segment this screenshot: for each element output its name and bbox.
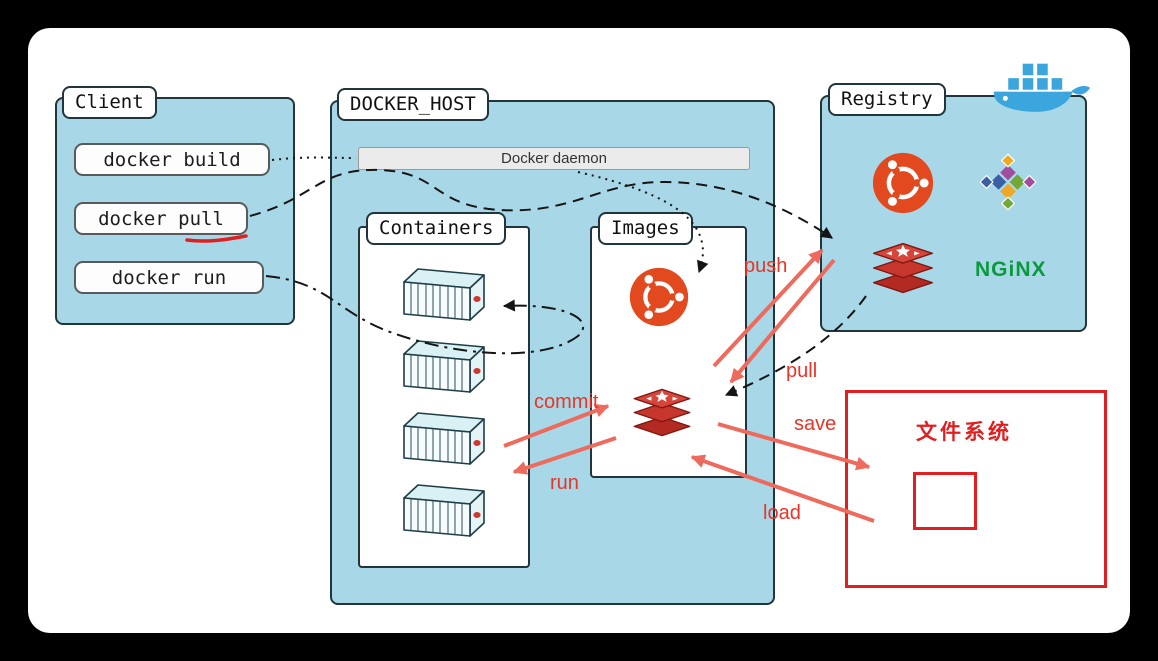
container-icon bbox=[398, 334, 490, 400]
save-label: save bbox=[794, 413, 837, 435]
redis-icon bbox=[868, 238, 938, 298]
centos-icon bbox=[979, 153, 1037, 211]
filesystem-square bbox=[913, 472, 977, 530]
client-panel-label: Client bbox=[62, 86, 157, 119]
filesystem-label: 文件系统 bbox=[916, 421, 1012, 444]
docker-pull-command: docker pull bbox=[74, 202, 248, 235]
docker-build-command: docker build bbox=[74, 143, 270, 176]
docker-host-panel-label: DOCKER_HOST bbox=[337, 88, 489, 121]
registry-panel-label: Registry bbox=[828, 83, 946, 116]
container-icon bbox=[398, 478, 490, 544]
ubuntu-icon bbox=[628, 266, 690, 328]
images-box-label: Images bbox=[598, 212, 693, 245]
docker-whale-icon bbox=[988, 46, 1094, 118]
redis-icon bbox=[629, 384, 695, 441]
load-label: load bbox=[763, 502, 801, 524]
docker-run-command: docker run bbox=[74, 261, 264, 294]
container-icon bbox=[398, 406, 490, 472]
ubuntu-icon bbox=[871, 151, 935, 215]
registry-panel bbox=[820, 95, 1087, 332]
push-label: push bbox=[744, 255, 788, 277]
container-icon bbox=[398, 262, 490, 328]
containers-box-label: Containers bbox=[366, 212, 507, 245]
pull-label: pull bbox=[786, 360, 818, 382]
run-label: run bbox=[550, 472, 579, 494]
commit-label: commit bbox=[534, 391, 599, 413]
nginx-logo: NGiNX bbox=[975, 258, 1047, 281]
docker-daemon-bar: Docker daemon bbox=[358, 147, 750, 170]
